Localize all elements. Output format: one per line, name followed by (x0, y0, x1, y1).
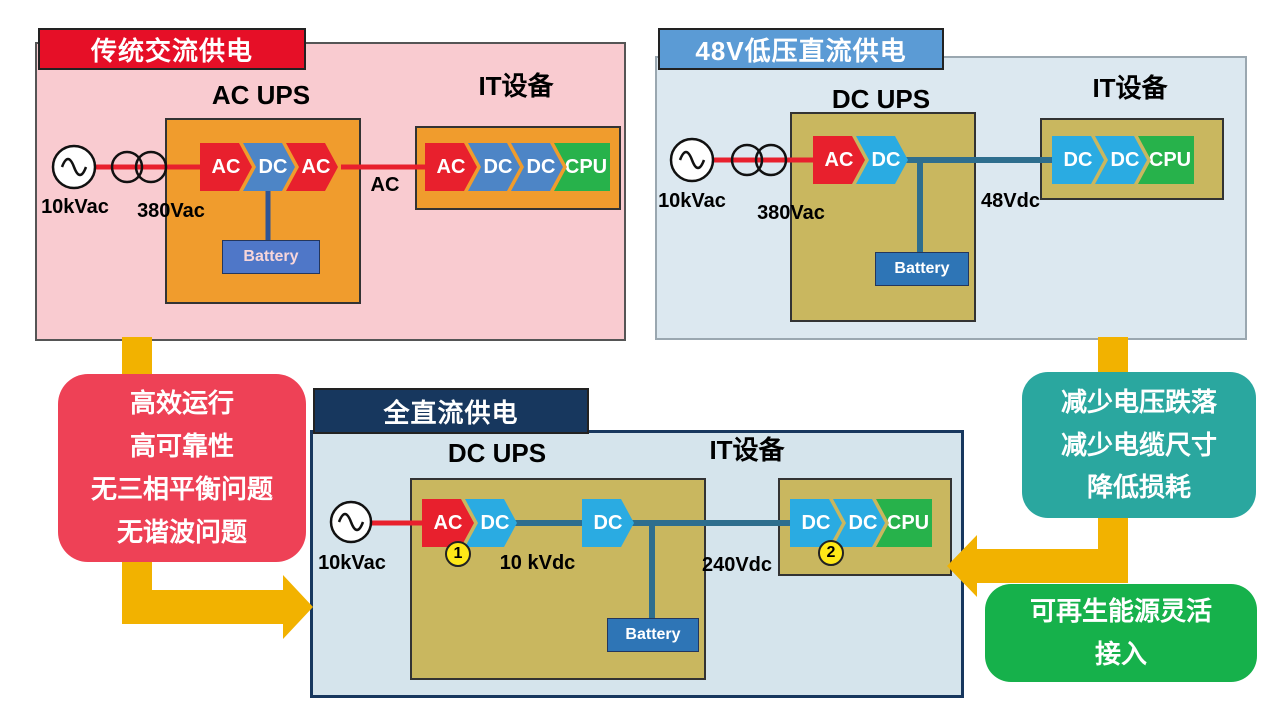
converter-block-dc: DC (833, 499, 885, 547)
callout-line: 高效运行 (129, 388, 234, 419)
converter-block-dc: DC (582, 499, 634, 547)
ac-it-title: IT设备 (478, 71, 554, 101)
converter-block-ac: AC (813, 136, 865, 184)
ac-line-label: AC (370, 174, 400, 196)
fulldc-ups-title: DC UPS (447, 438, 547, 468)
converter-block-dc: DC (790, 499, 842, 547)
dc48-it-converter-blocks: DC DC CPU (1052, 136, 1194, 184)
callout-renewable: 可再生能源灵活 接入 (985, 584, 1257, 682)
converter-block-dc: DC (1052, 136, 1104, 184)
dc48-it-title: IT设备 (1092, 73, 1168, 103)
banner-traditional-ac: 传统交流供电 (38, 28, 306, 70)
callout-line: 减少电压跌落 (1060, 386, 1217, 417)
fulldc-it-title: IT设备 (709, 435, 785, 465)
callout-line: 减少电缆尺寸 (1060, 429, 1217, 460)
banner-full-dc: 全直流供电 (313, 388, 589, 434)
converter-block-ac: AC (422, 499, 474, 547)
converter-block-ac: AC (200, 143, 252, 191)
ac-it-converter-blocks: AC DC DC CPU (425, 143, 610, 191)
callout-benefits-right: 减少电压跌落 减少电缆尺寸 降低损耗 (1022, 372, 1256, 518)
fulldc-240vdc-label: 240Vdc (701, 554, 773, 576)
callout-line: 降低损耗 (1086, 472, 1191, 503)
fulldc-it-converter-blocks: DC DC CPU (790, 499, 932, 547)
callout-line: 接入 (1094, 639, 1147, 669)
callout-line: 高可靠性 (129, 431, 234, 462)
fulldc-source-label: 10kVac (318, 552, 386, 574)
dc48-ups-converter-blocks: AC DC (813, 136, 908, 184)
dc48-ups-title: DC UPS (831, 84, 931, 114)
ac-ups-converter-blocks: AC DC AC (200, 143, 338, 191)
dc48-transformer-label: 380Vac (757, 202, 825, 224)
fulldc-battery: Battery (607, 618, 699, 652)
callout-line: 无三相平衡问题 (90, 474, 273, 504)
banner-traditional-ac-label: 传统交流供电 (90, 35, 253, 66)
fulldc-mid-converter-block: DC (582, 499, 634, 547)
marker-1-badge: 1 (445, 541, 471, 567)
dc48-source-label: 10kVac (658, 190, 726, 212)
dc48-battery: Battery (875, 252, 969, 286)
ac-transformer-label: 380Vac (137, 200, 205, 222)
callout-line: 无谐波问题 (116, 516, 247, 547)
ac-source-label: 10kVac (41, 196, 109, 218)
banner-48v-dc: 48V低压直流供电 (658, 28, 944, 70)
fulldc-10kvdc-label: 10 kVdc (499, 552, 576, 574)
dc48-line-label: 48Vdc (981, 190, 1040, 212)
banner-full-dc-label: 全直流供电 (383, 397, 519, 428)
converter-block-ac: AC (425, 143, 477, 191)
fulldc-ups-converter-blocks: AC DC (422, 499, 517, 547)
ac-battery: Battery (222, 240, 320, 274)
marker-2-badge: 2 (818, 540, 844, 566)
ac-ups-title: AC UPS (211, 80, 311, 110)
banner-48v-dc-label: 48V低压直流供电 (695, 35, 907, 66)
callout-line: 可再生能源灵活 (1029, 596, 1212, 627)
callout-benefits-left: 高效运行 高可靠性 无三相平衡问题 无谐波问题 (58, 374, 306, 562)
